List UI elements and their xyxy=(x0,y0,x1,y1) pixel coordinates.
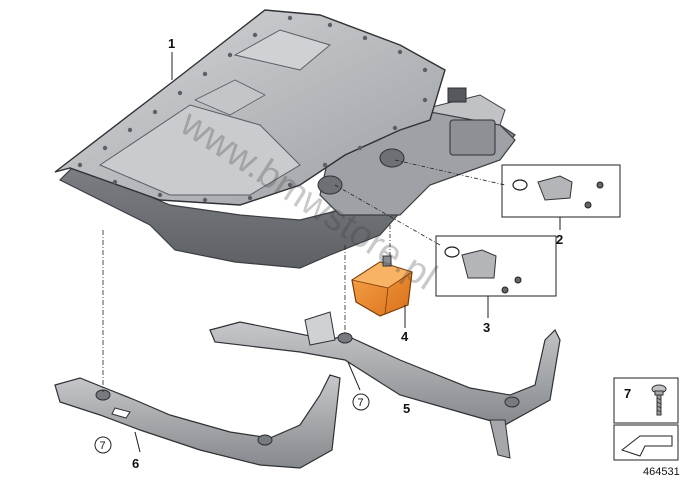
bracket-5-tab xyxy=(304,311,336,346)
housing-connector-port-upper xyxy=(379,148,405,168)
callout-7-circle-b xyxy=(94,436,112,454)
group-3-frame xyxy=(435,235,557,297)
group-2-bolt-a xyxy=(596,181,604,189)
bracket-5-leg xyxy=(489,419,511,459)
group-2-leader xyxy=(394,159,506,186)
callout-2: 2 xyxy=(556,232,563,247)
sensor-group-2 xyxy=(394,159,621,230)
housing-lower-body xyxy=(58,104,516,269)
callout-1: 1 xyxy=(168,36,175,51)
group-3-bolt-a xyxy=(514,276,522,284)
orientation-box xyxy=(613,424,679,461)
callout-7-circle-a-label: 7 xyxy=(358,397,364,409)
group-2-o-ring xyxy=(512,179,528,191)
housing-panel-rib xyxy=(194,79,266,116)
bracket-5-mount-left xyxy=(337,332,353,344)
housing-raised-panel-small xyxy=(233,29,332,71)
callout-5-line xyxy=(347,361,361,391)
callout-4: 4 xyxy=(401,329,409,344)
legend-callout-7: 7 xyxy=(624,386,631,401)
callout-6: 6 xyxy=(132,456,139,471)
callout-3: 3 xyxy=(483,320,490,335)
group-2-sensor xyxy=(537,175,573,201)
rubber-mount-4 xyxy=(350,225,413,328)
reference-number: 464531 xyxy=(643,466,680,478)
group-3-o-ring xyxy=(444,246,460,258)
sensor-group-3 xyxy=(334,184,557,318)
group-3-leader xyxy=(334,184,441,246)
legend-part-7: 7 xyxy=(613,377,679,424)
callout-7-circle-a xyxy=(352,393,370,411)
callout-6-line xyxy=(134,431,141,453)
bracket-6 xyxy=(54,374,341,469)
housing-rim-bolts xyxy=(77,15,428,203)
legend-box xyxy=(613,377,679,424)
bracket-5-body xyxy=(209,321,561,426)
bolt-icon xyxy=(651,384,667,416)
bracket-6-body xyxy=(54,374,341,469)
housing-raised-panel-large xyxy=(98,104,301,196)
mount-edge xyxy=(384,287,389,315)
orientation-arrow-icon xyxy=(620,435,673,457)
housing-electronics-box xyxy=(449,119,496,156)
mount-top-face xyxy=(350,261,413,289)
housing-connector-port-lower xyxy=(317,175,343,195)
group-3-sensor xyxy=(461,249,497,279)
mount-stud xyxy=(382,255,392,267)
bracket-6-mount-right xyxy=(257,434,273,446)
bracket-6-slot xyxy=(111,407,131,419)
housing-assembly xyxy=(54,9,516,269)
callout-5: 5 xyxy=(403,401,410,416)
bracket-5 xyxy=(209,311,561,459)
housing-top-connector xyxy=(447,87,467,103)
group-3-bolt-b xyxy=(501,286,509,294)
bracket-5-mount-right xyxy=(504,396,520,408)
callout-7-circle-b-label: 7 xyxy=(100,440,106,452)
group-2-bolt-b xyxy=(584,201,592,209)
